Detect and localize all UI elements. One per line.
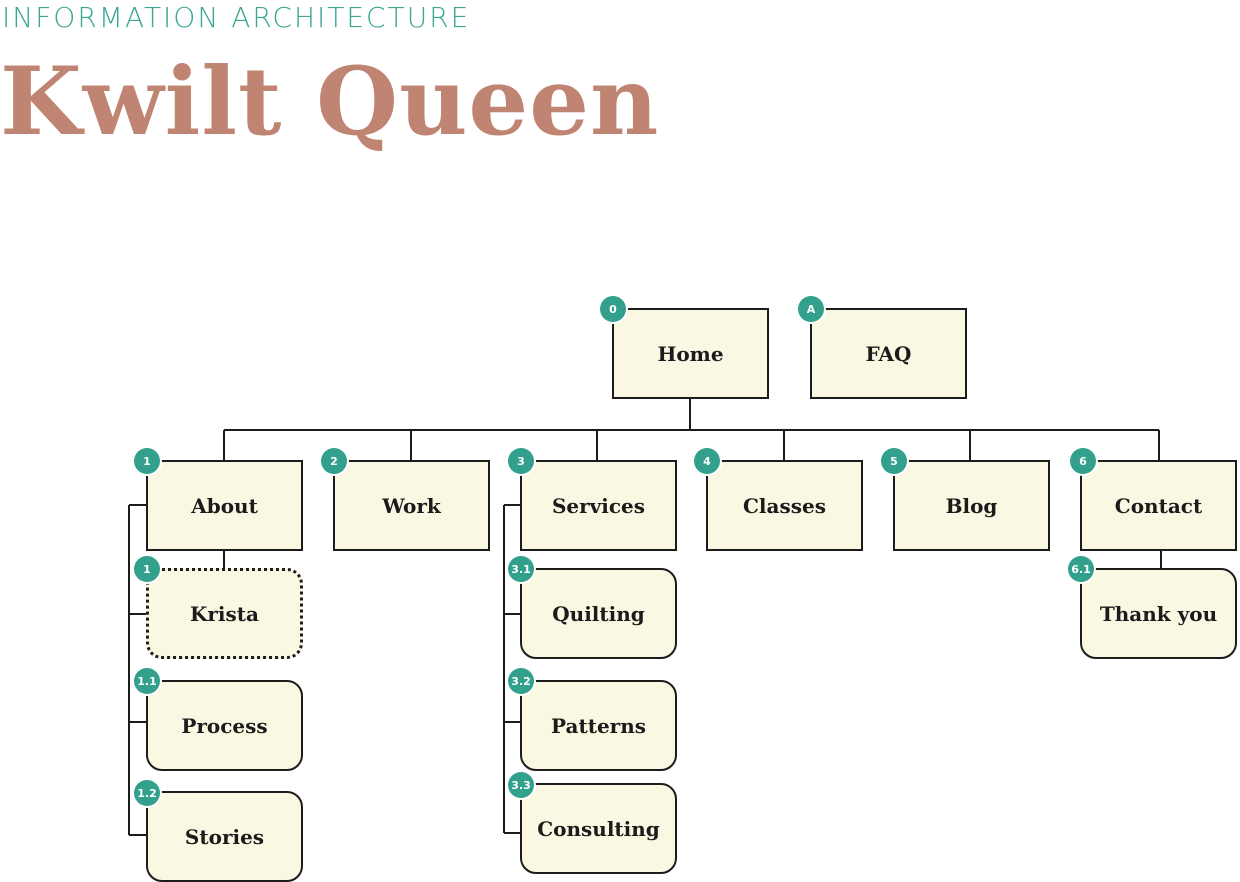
- badge-quilting: 3.1: [508, 556, 534, 582]
- node-label: Home: [657, 341, 724, 366]
- node-faq[interactable]: FAQ: [810, 308, 967, 399]
- node-label: Work: [382, 493, 441, 518]
- badge-services: 3: [508, 448, 534, 474]
- node-label: About: [191, 493, 258, 518]
- badge-consulting: 3.3: [508, 772, 534, 798]
- node-process[interactable]: Process: [146, 680, 303, 771]
- node-label: Thank you: [1099, 601, 1218, 626]
- badge-home: 0: [600, 296, 626, 322]
- badge-patterns: 3.2: [508, 668, 534, 694]
- node-label: Process: [181, 713, 268, 738]
- node-work[interactable]: Work: [333, 460, 490, 551]
- page-title: Kwilt Queen: [0, 47, 660, 157]
- node-patterns[interactable]: Patterns: [520, 680, 677, 771]
- node-label: Consulting: [537, 816, 660, 841]
- badge-stories: 1.2: [134, 780, 160, 806]
- badge-about: 1: [134, 448, 160, 474]
- badge-classes: 4: [694, 448, 720, 474]
- node-services[interactable]: Services: [520, 460, 677, 551]
- node-blog[interactable]: Blog: [893, 460, 1050, 551]
- node-label: Patterns: [551, 713, 646, 738]
- badge-process: 1.1: [134, 668, 160, 694]
- node-label: FAQ: [865, 341, 912, 366]
- node-label: Classes: [743, 493, 826, 518]
- badge-faq: A: [798, 296, 824, 322]
- node-krista[interactable]: Krista: [146, 568, 303, 659]
- node-stories[interactable]: Stories: [146, 791, 303, 882]
- node-consulting[interactable]: Consulting: [520, 783, 677, 874]
- node-thankyou[interactable]: Thank you: [1080, 568, 1237, 659]
- node-label: Services: [551, 493, 646, 518]
- node-label: Contact: [1114, 493, 1203, 518]
- node-label: Krista: [190, 601, 259, 626]
- badge-thankyou: 6.1: [1068, 556, 1094, 582]
- node-label: Quilting: [552, 601, 645, 626]
- badge-contact: 6: [1070, 448, 1096, 474]
- node-about[interactable]: About: [146, 460, 303, 551]
- badge-krista: 1: [134, 556, 160, 582]
- node-classes[interactable]: Classes: [706, 460, 863, 551]
- node-home[interactable]: Home: [612, 308, 769, 399]
- node-contact[interactable]: Contact: [1080, 460, 1237, 551]
- node-label: Blog: [945, 493, 998, 518]
- node-label: Stories: [184, 824, 265, 849]
- eyebrow-label: INFORMATION ARCHITECTURE: [2, 1, 471, 34]
- node-quilting[interactable]: Quilting: [520, 568, 677, 659]
- badge-work: 2: [321, 448, 347, 474]
- badge-blog: 5: [881, 448, 907, 474]
